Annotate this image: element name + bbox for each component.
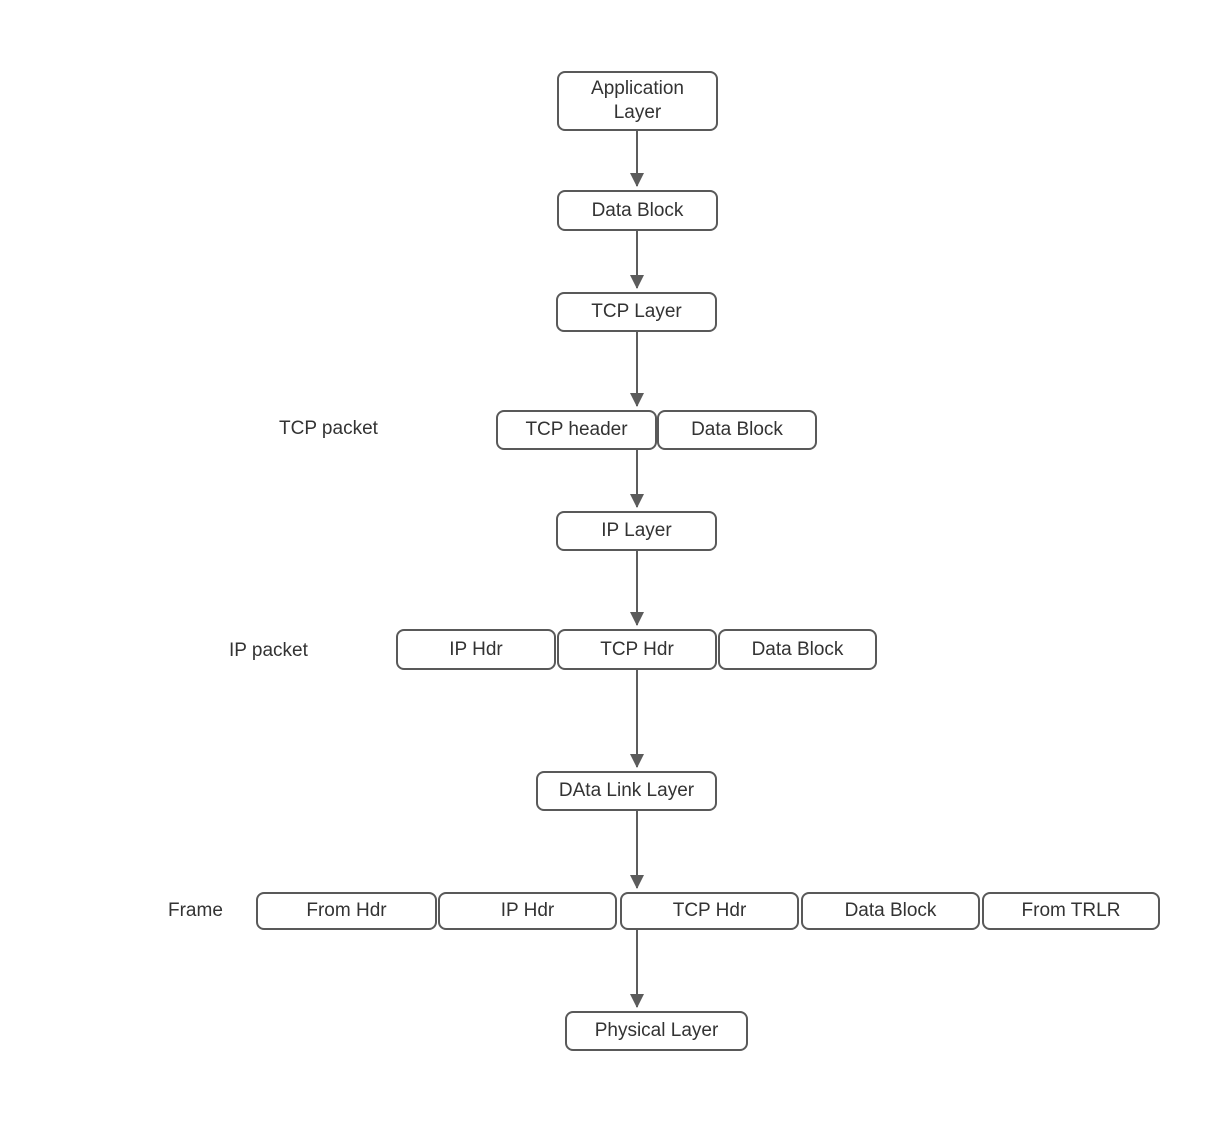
node-data-block: Data Block (557, 190, 718, 231)
node-tcp-packet-data-block: Data Block (657, 410, 817, 450)
node-frame-data-block: Data Block (801, 892, 980, 930)
ip-packet-label: IP packet (229, 640, 308, 661)
node-ip-packet-tcp-hdr: TCP Hdr (557, 629, 717, 670)
node-data-link-layer: DAta Link Layer (536, 771, 717, 811)
node-ip-packet-data-block: Data Block (718, 629, 877, 670)
frame-label: Frame (168, 900, 223, 921)
node-ip-layer: IP Layer (556, 511, 717, 551)
tcp-packet-label: TCP packet (279, 418, 378, 439)
node-frame-from-trlr: From TRLR (982, 892, 1160, 930)
node-frame-tcp-hdr: TCP Hdr (620, 892, 799, 930)
node-application-layer: Application Layer (557, 71, 718, 131)
node-ip-packet-ip-hdr: IP Hdr (396, 629, 556, 670)
node-frame-ip-hdr: IP Hdr (438, 892, 617, 930)
node-tcp-layer: TCP Layer (556, 292, 717, 332)
node-frame-from-hdr: From Hdr (256, 892, 437, 930)
node-tcp-header: TCP header (496, 410, 657, 450)
node-physical-layer: Physical Layer (565, 1011, 748, 1051)
